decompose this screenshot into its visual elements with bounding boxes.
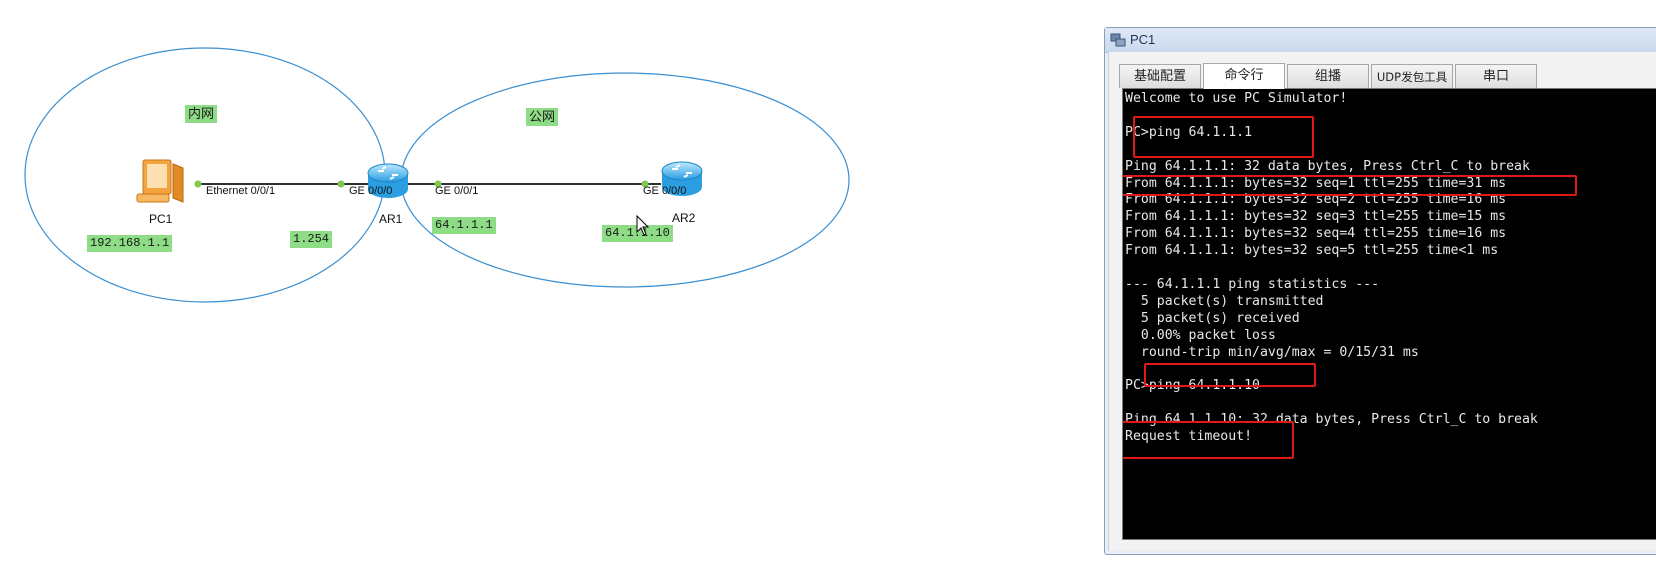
zone-label-inner: 内网 [185,105,218,123]
ar2-device[interactable] [658,159,706,199]
tab-command-line[interactable]: 命令行 [1203,63,1285,89]
port-label-pc1-eth: Ethernet 0/0/1 [206,185,276,197]
zone-label-public: 公网 [526,108,559,126]
ip-label-pc1: 192.168.1.1 [87,235,173,252]
port-dot-pc1 [194,180,202,188]
ip-label-ar1-inner: 1.254 [290,231,333,248]
ar1-device[interactable] [364,161,412,201]
terminal-line: From 64.1.1.1: bytes=32 seq=3 ttl=255 ti… [1125,209,1507,225]
tab-serial[interactable]: 串口 [1455,64,1537,88]
port-dot-ar2-ge000 [641,180,649,188]
port-dot-ar1-ge000 [337,180,345,188]
pc1-window[interactable]: PC1 基础配置 命令行 组播 UDP发包工具 串口 Welcome to us… [1104,27,1656,555]
terminal-line: 5 packet(s) transmitted [1125,293,1324,309]
terminal-line: From 64.1.1.1: bytes=32 seq=5 ttl=255 ti… [1125,243,1499,259]
terminal-line: Request timeout! [1125,429,1253,445]
tab-multicast[interactable]: 组播 [1287,64,1369,88]
tab-udp-tool[interactable]: UDP发包工具 [1371,64,1453,88]
terminal-line: 0.00% packet loss [1125,327,1276,343]
terminal-line: Ping 64.1.1.1: 32 data bytes, Press Ctrl… [1125,158,1530,174]
window-title: PC1 [1130,32,1156,47]
router-icon [367,163,409,198]
terminal-line: From 64.1.1.1: bytes=32 seq=1 ttl=255 ti… [1125,175,1507,191]
topology-drawing [24,47,850,303]
terminal-line: PC>ping 64.1.1.1 [1125,124,1253,140]
port-label-ar1-ge001: GE 0/0/1 [435,185,479,197]
terminal-line: Ping 64.1.1.10: 32 data bytes, Press Ctr… [1125,412,1538,428]
zone-inner-ellipse [24,47,386,303]
pc1-name-label: PC1 [149,212,173,226]
pc-window-icon [1110,33,1126,47]
topology-canvas[interactable]: 内网 公网 PC1 AR1 [0,0,1090,579]
port-label-ar2-ge000: GE 0/0/0 [643,185,687,197]
terminal-output: Welcome to use PC Simulator! PC>ping 64.… [1123,89,1656,446]
pc1-device[interactable] [133,156,189,208]
terminal-line: 5 packet(s) received [1125,310,1300,326]
terminal-line: --- 64.1.1.1 ping statistics --- [1125,276,1380,292]
window-titlebar[interactable]: PC1 [1105,28,1656,53]
terminal-console[interactable]: Welcome to use PC Simulator! PC>ping 64.… [1122,88,1656,540]
terminal-line: Welcome to use PC Simulator! [1125,91,1348,106]
ip-label-ar1-public: 64.1.1.1 [432,217,496,234]
terminal-line: PC>ping 64.1.1.10 [1125,378,1260,394]
tab-basic-config[interactable]: 基础配置 [1119,64,1201,88]
terminal-line: From 64.1.1.1: bytes=32 seq=4 ttl=255 ti… [1125,226,1507,242]
router-icon [661,161,703,196]
ar2-name-label: AR2 [672,211,696,225]
terminal-line: From 64.1.1.1: bytes=32 seq=2 ttl=255 ti… [1125,192,1507,208]
ar1-name-label: AR1 [379,212,403,226]
terminal-line: round-trip min/avg/max = 0/15/31 ms [1125,344,1419,360]
ip-label-ar2: 64.1.1.10 [602,225,673,242]
mouse-cursor-icon [636,215,650,236]
pc-icon [136,159,184,203]
port-dot-ar1-ge001 [434,180,442,188]
zone-public-ellipse [400,72,850,288]
port-label-ar1-ge000: GE 0/0/0 [349,185,393,197]
